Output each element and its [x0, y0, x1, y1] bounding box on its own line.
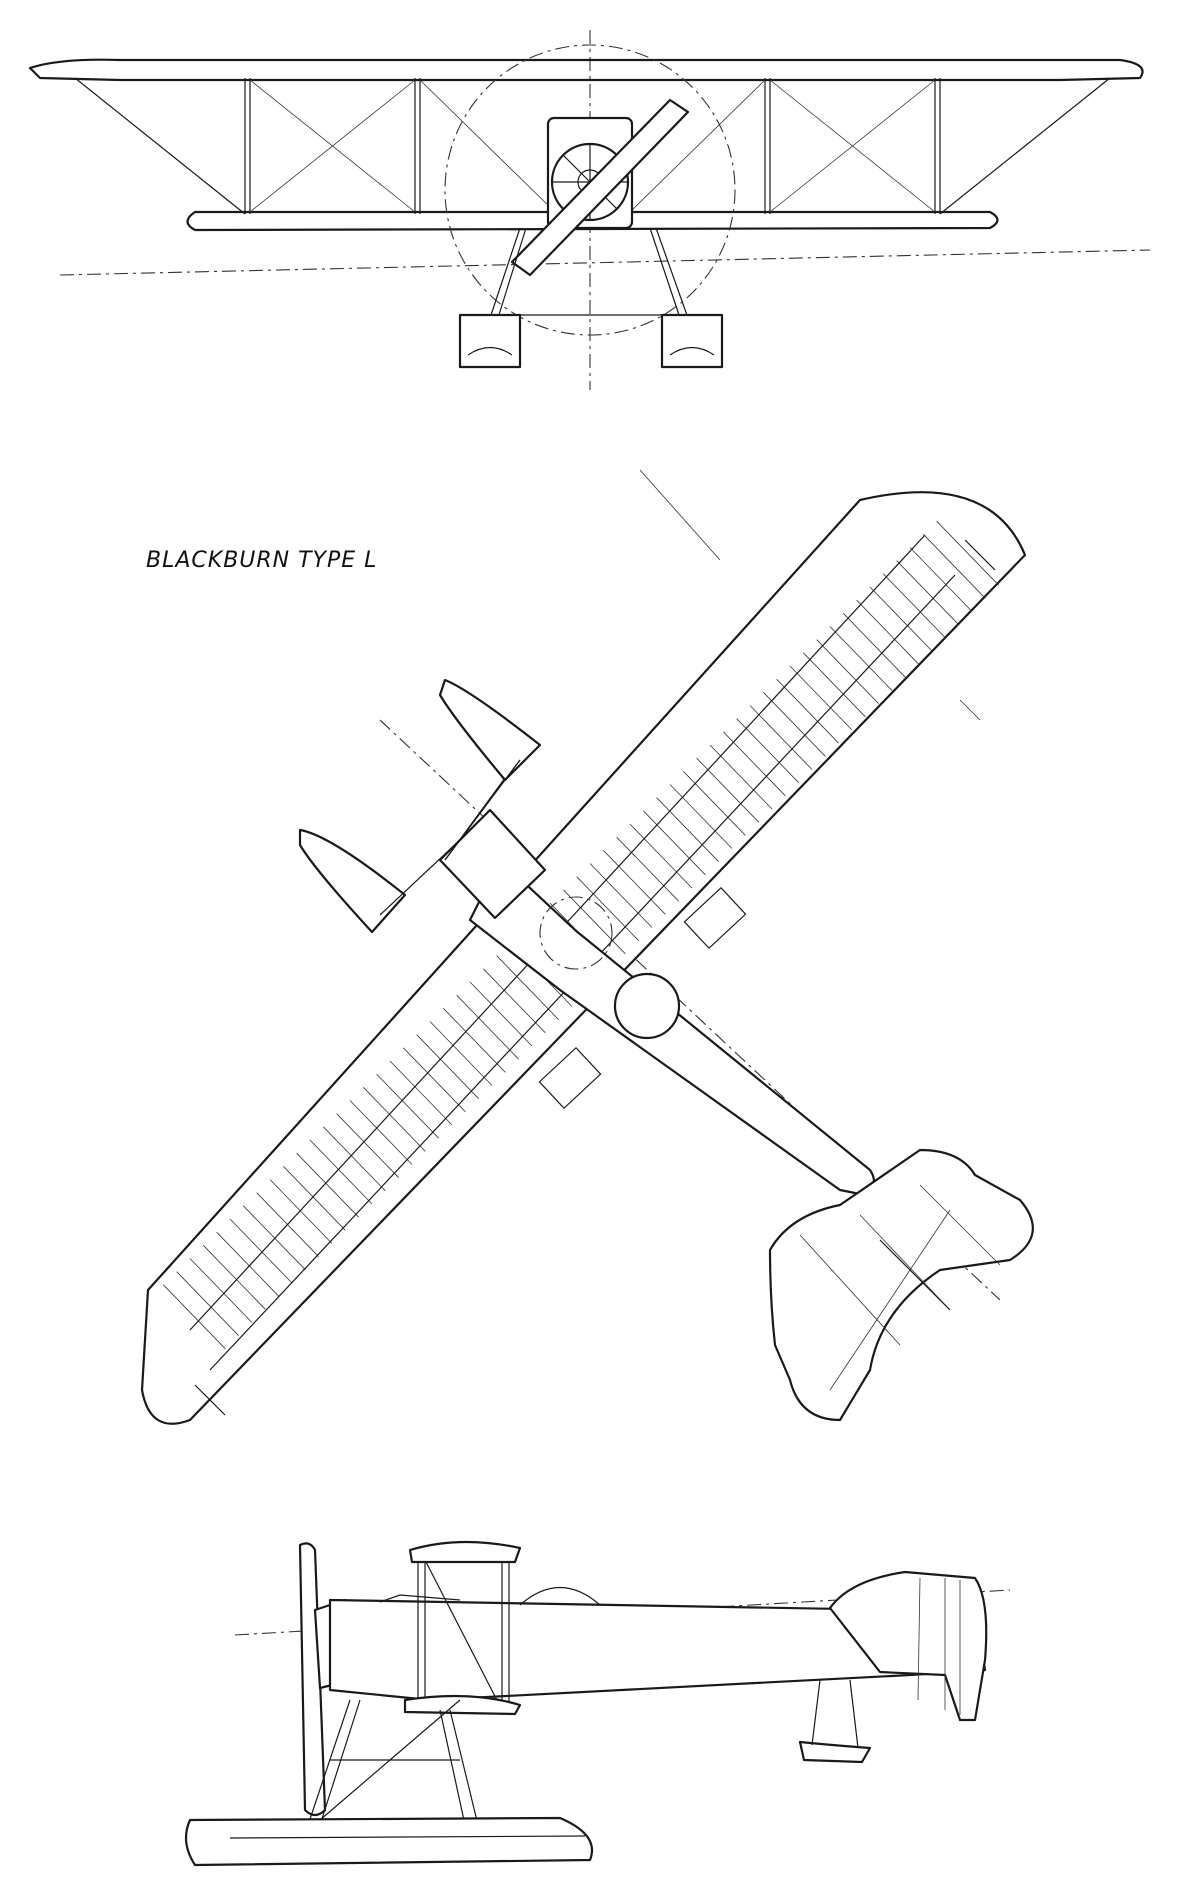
wing-rib	[456, 994, 519, 1060]
plan-tailplane	[768, 1148, 1034, 1422]
wing-rib	[309, 1139, 373, 1205]
wing-rib	[696, 757, 759, 823]
wing-rib	[403, 1047, 466, 1113]
front-right-float	[660, 313, 724, 369]
front-propeller-disc	[444, 44, 736, 336]
wing-rib	[563, 889, 626, 955]
wing-rib	[216, 1231, 279, 1297]
wing-rib	[603, 850, 666, 915]
drawing-title: BLACKBURN TYPE L	[146, 548, 378, 573]
front-left-float	[458, 313, 522, 369]
wing-rib	[429, 1021, 493, 1086]
front-float-struts	[470, 227, 700, 319]
wing-rib	[363, 1087, 426, 1152]
wing-rib	[763, 692, 826, 757]
side-float-struts	[307, 1699, 479, 1826]
wing-rib	[909, 547, 973, 612]
front-propeller-blade	[510, 98, 690, 277]
wing-rib	[656, 797, 719, 862]
plan-float-lower	[298, 828, 407, 934]
plan-float-upper	[438, 678, 542, 782]
side-interplane-struts	[417, 1559, 510, 1711]
wing-rib	[176, 1271, 239, 1336]
wing-rib	[789, 665, 853, 731]
wing-rib	[736, 718, 799, 783]
front-bracing-wires	[249, 79, 936, 213]
front-interplane-struts	[74, 77, 1111, 215]
side-view	[184, 1540, 1011, 1867]
plan-cockpit	[613, 972, 681, 1040]
wing-rib	[829, 626, 893, 691]
wing-rib	[163, 1284, 226, 1350]
wing-rib	[776, 678, 839, 744]
side-main-float	[184, 1816, 594, 1867]
wing-rib	[269, 1179, 333, 1244]
side-lower-wing	[403, 1694, 522, 1716]
wing-rib	[683, 771, 746, 836]
wing-rib	[643, 810, 706, 876]
wing-rib	[229, 1218, 293, 1284]
front-lower-wing	[186, 210, 999, 232]
wing-rib	[576, 876, 639, 941]
wing-rib	[589, 863, 653, 928]
wing-rib	[816, 639, 879, 704]
wing-rib	[323, 1126, 386, 1192]
wing-rib	[843, 613, 906, 678]
wing-rib	[629, 823, 693, 889]
wing-rib	[243, 1205, 306, 1271]
wing-rib	[616, 836, 679, 902]
wing-rib	[283, 1166, 346, 1231]
wing-rib	[936, 520, 999, 586]
wing-rib	[803, 652, 866, 718]
wing-rib	[923, 534, 986, 599]
wing-rib	[869, 586, 933, 652]
wing-rib	[203, 1245, 266, 1310]
plan-float-struts	[379, 759, 521, 916]
wing-rib	[336, 1113, 399, 1178]
wing-rib	[376, 1073, 439, 1139]
front-upper-wing	[28, 58, 1144, 82]
wing-rib	[883, 573, 946, 639]
wing-rib	[856, 599, 919, 665]
wing-rib	[483, 968, 546, 1034]
wing-rib	[896, 560, 959, 625]
wing-rib	[443, 1008, 506, 1073]
side-tail-float	[798, 1740, 872, 1764]
wing-rib	[189, 1258, 253, 1323]
side-fin-rudder	[828, 1570, 988, 1722]
plan-engine-cowl	[438, 808, 547, 920]
wing-rib	[349, 1100, 413, 1165]
side-upper-wing	[408, 1540, 522, 1564]
wing-rib	[669, 784, 733, 849]
front-view	[28, 30, 1151, 390]
wing-rib	[416, 1034, 479, 1099]
wing-rib	[469, 981, 533, 1047]
wing-rib	[296, 1152, 359, 1218]
plan-view	[140, 469, 1034, 1425]
wing-rib	[749, 705, 813, 770]
wing-rib	[389, 1060, 453, 1126]
